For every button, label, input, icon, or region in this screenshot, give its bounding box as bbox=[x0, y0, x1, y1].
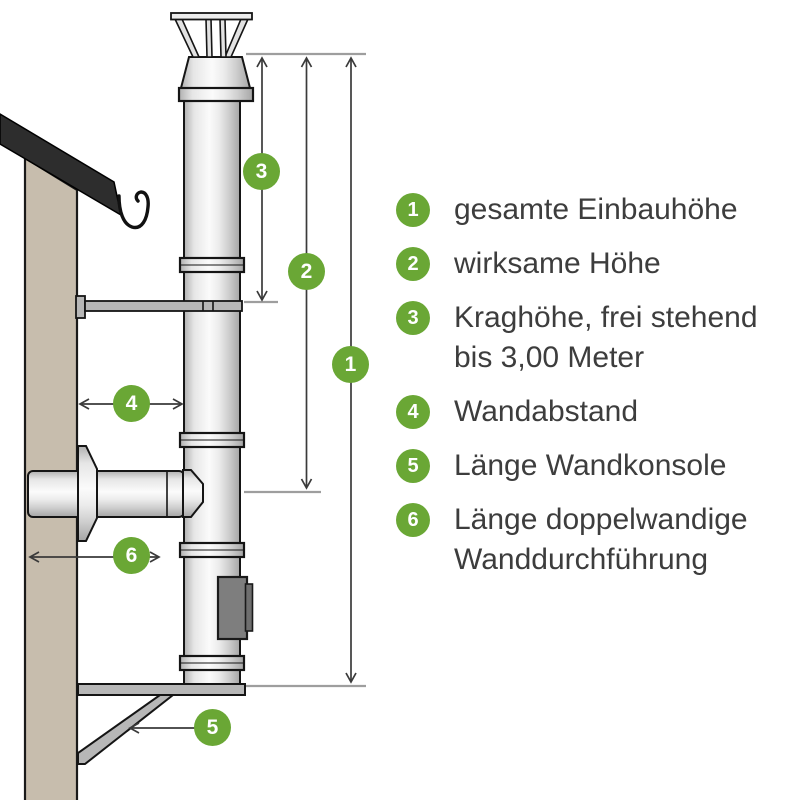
dim-5-arrow bbox=[128, 722, 196, 734]
legend-label-3: Kraghöhe, frei stehend bis 3,00 Meter bbox=[454, 301, 758, 374]
legend-item-2: 2 wirksame Höhe bbox=[396, 244, 788, 284]
wall-bracket bbox=[75, 295, 243, 319]
wall-console bbox=[77, 683, 246, 765]
legend-label-6: Länge doppelwandige Wanddurchführung bbox=[454, 503, 748, 576]
legend-item-6: 6 Länge doppelwandige Wanddurchführung bbox=[396, 500, 788, 580]
legend-badge-1: 1 bbox=[396, 193, 430, 227]
gutter-hook bbox=[117, 190, 150, 230]
wall-rosette bbox=[77, 445, 98, 542]
legend-label-1: gesamte Einbauhöhe bbox=[454, 193, 738, 226]
wall-penetration-pipe bbox=[27, 470, 185, 518]
legend-badge-6: 6 bbox=[396, 503, 430, 537]
tee-inlet bbox=[182, 469, 204, 518]
reference-lines bbox=[244, 52, 366, 688]
inspection-door bbox=[216, 575, 254, 641]
dimension-badge-1: 1 bbox=[332, 346, 369, 383]
legend: 1 gesamte Einbauhöhe 2 wirksame Höhe 3 K… bbox=[396, 190, 788, 580]
locking-band bbox=[178, 431, 246, 449]
rain-cap bbox=[170, 12, 255, 103]
locking-band bbox=[178, 256, 246, 274]
locking-band bbox=[178, 541, 246, 559]
legend-label-5: Länge Wandkonsole bbox=[454, 449, 727, 482]
dimension-badge-3: 3 bbox=[243, 153, 280, 190]
legend-item-4: 4 Wandabstand bbox=[396, 392, 788, 432]
dimension-badge-4: 4 bbox=[113, 385, 150, 422]
dimension-badge-2: 2 bbox=[288, 253, 325, 290]
legend-label-4: Wandabstand bbox=[454, 395, 639, 428]
legend-badge-4: 4 bbox=[396, 395, 430, 429]
legend-label-2: wirksame Höhe bbox=[454, 247, 661, 280]
legend-badge-2: 2 bbox=[396, 247, 430, 281]
locking-band bbox=[178, 654, 246, 672]
legend-badge-5: 5 bbox=[396, 449, 430, 483]
legend-badge-3: 3 bbox=[396, 301, 430, 335]
dimension-badge-5: 5 bbox=[194, 709, 231, 746]
dimension-badge-6: 6 bbox=[113, 537, 150, 574]
legend-item-5: 5 Länge Wandkonsole bbox=[396, 446, 788, 486]
legend-item-3: 3 Kraghöhe, frei stehend bis 3,00 Meter bbox=[396, 298, 788, 378]
legend-item-1: 1 gesamte Einbauhöhe bbox=[396, 190, 788, 230]
